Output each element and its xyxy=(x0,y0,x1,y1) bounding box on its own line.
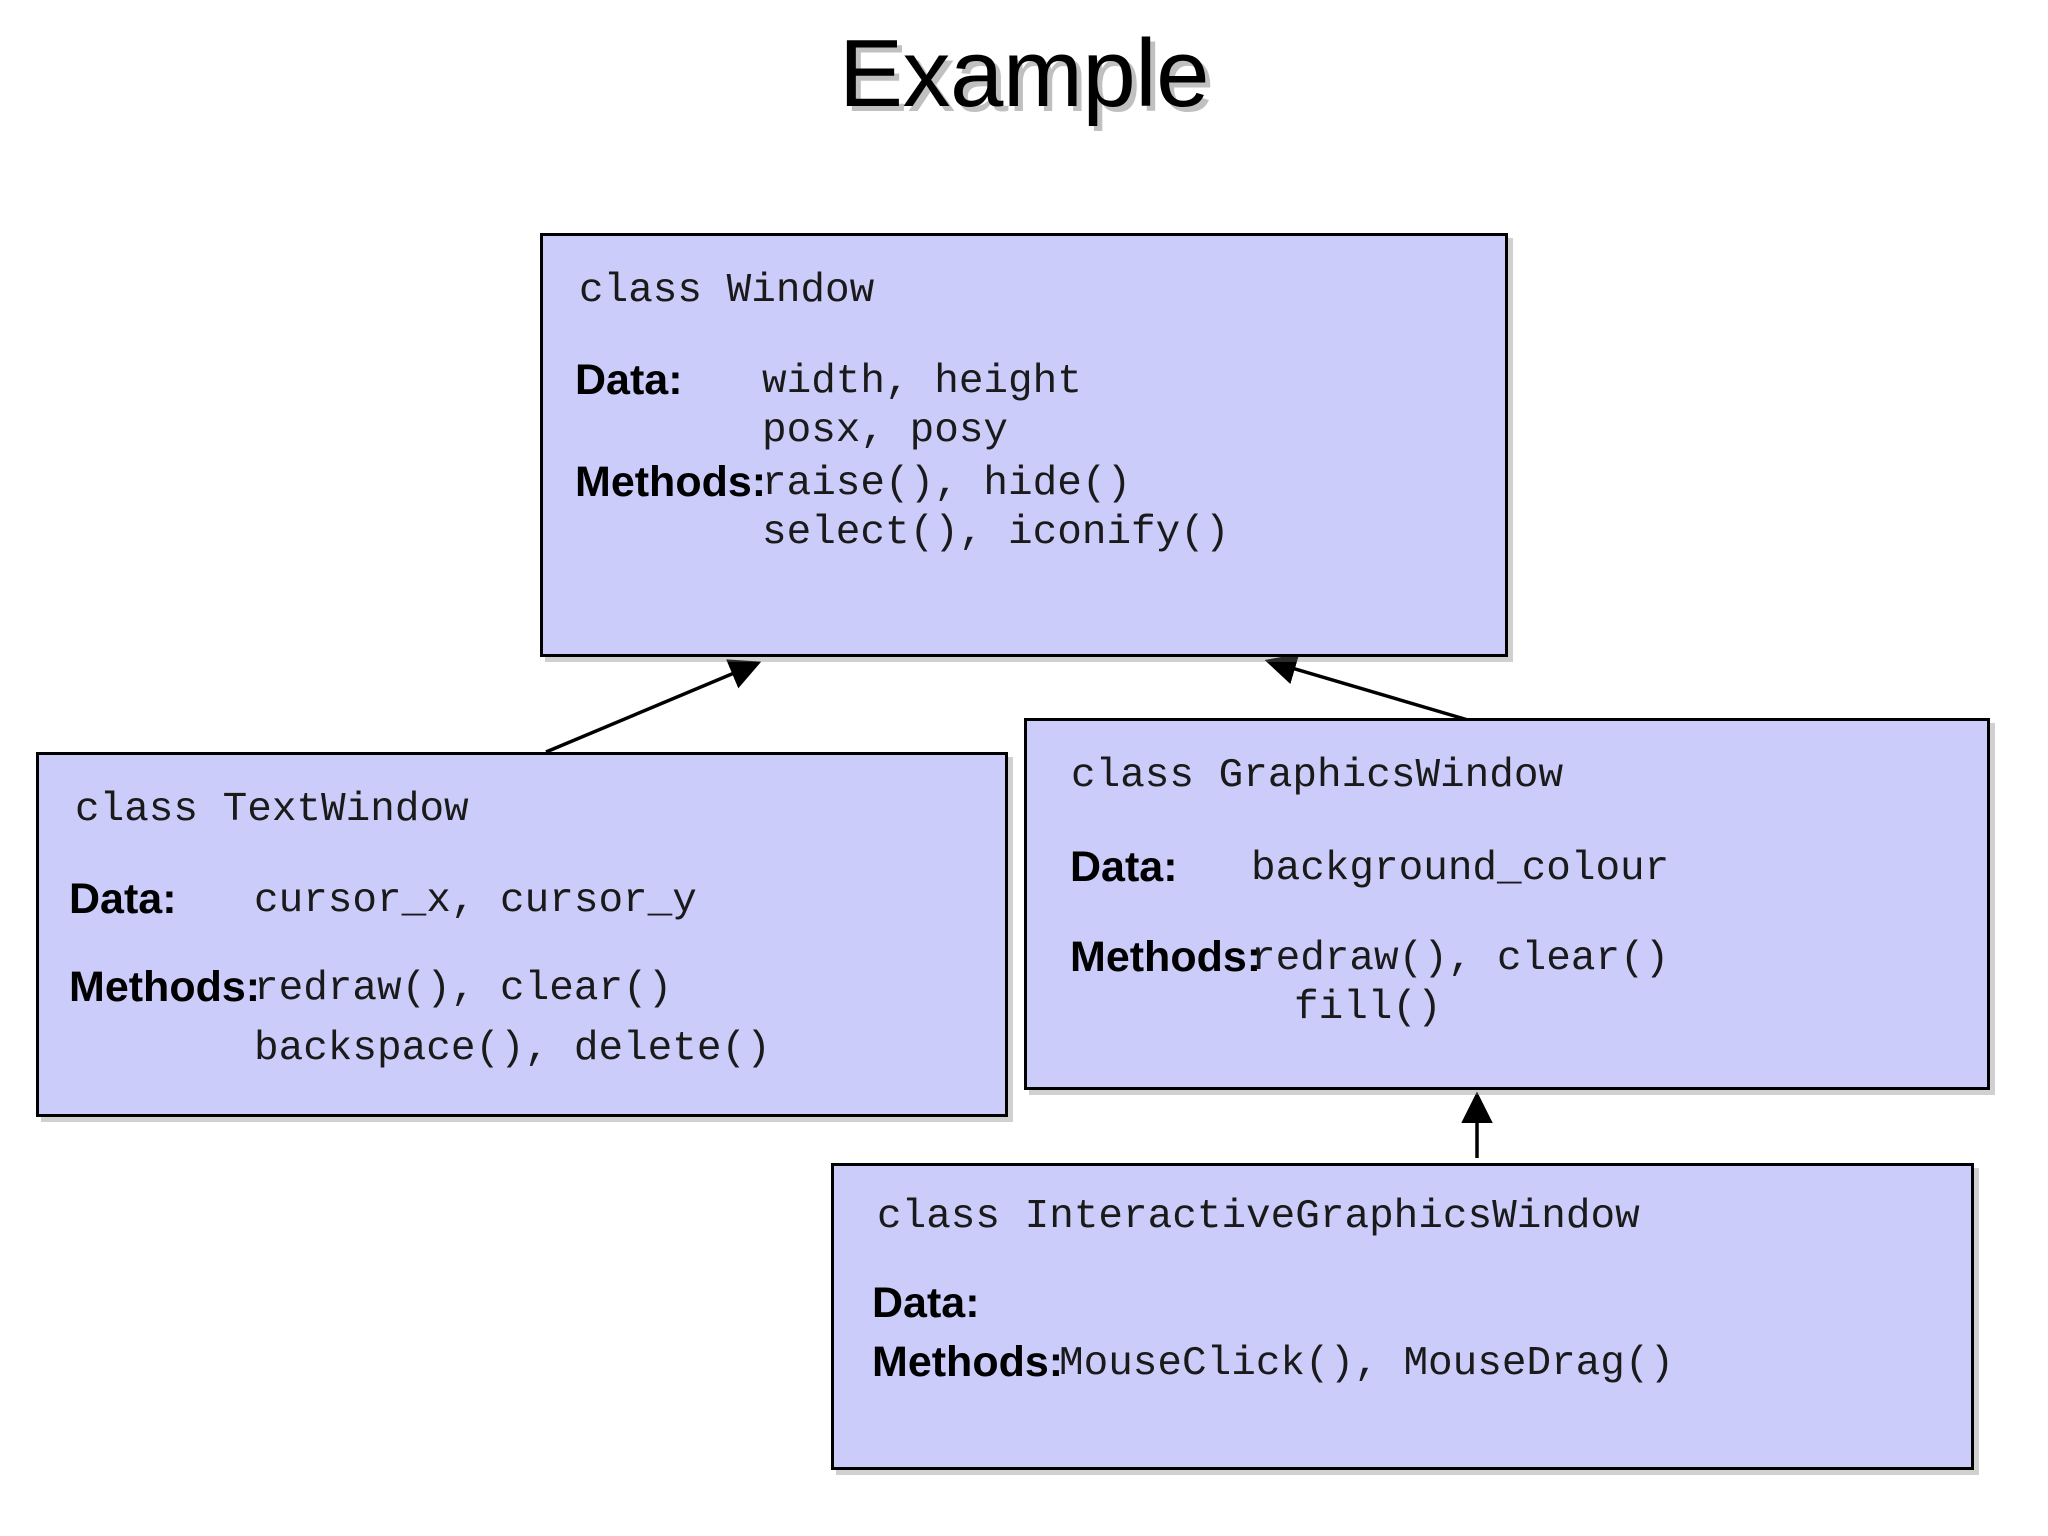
class-box-graphicswindow[interactable]: class GraphicsWindow Data: background_co… xyxy=(1024,718,1990,1090)
methods-label-textwindow: Methods: xyxy=(69,963,261,1011)
methods-value-graphicswindow-line-2: fill() xyxy=(1294,985,1442,1031)
data-label-textwindow: Data: xyxy=(69,875,177,923)
methods-label-window: Methods: xyxy=(575,458,767,506)
data-label-window: Data: xyxy=(575,356,683,404)
data-value-textwindow-line-1: cursor_x, cursor_y xyxy=(254,878,697,924)
data-value-window-line-1: width, height xyxy=(762,359,1082,405)
class-box-window[interactable]: class Window Data: width, height posx, p… xyxy=(540,233,1508,657)
methods-value-window-line-2: select(), iconify() xyxy=(762,510,1230,556)
methods-value-textwindow-line-2: backspace(), delete() xyxy=(254,1026,771,1072)
class-box-interactivegraphicswindow[interactable]: class InteractiveGraphicsWindow Data: Me… xyxy=(831,1163,1974,1470)
data-value-graphicswindow-line-1: background_colour xyxy=(1251,846,1670,892)
methods-label-interactivegraphicswindow: Methods: xyxy=(872,1338,1064,1386)
arrow-graphicswindow-to-window xyxy=(1264,653,1469,722)
methods-value-interactivegraphicswindow-line-1: MouseClick(), MouseDrag() xyxy=(1059,1341,1675,1387)
methods-value-graphicswindow-line-1: redraw(), clear() xyxy=(1251,936,1670,982)
class-name-graphicswindow: class GraphicsWindow xyxy=(1071,753,1564,799)
class-name-window: class Window xyxy=(579,268,875,314)
methods-value-window-line-1: raise(), hide() xyxy=(762,461,1132,507)
class-name-textwindow: class TextWindow xyxy=(75,787,469,833)
methods-value-textwindow-line-1: redraw(), clear() xyxy=(254,966,673,1012)
arrow-textwindow-to-window xyxy=(545,659,762,754)
data-label-graphicswindow: Data: xyxy=(1070,843,1178,891)
class-name-interactivegraphicswindow: class InteractiveGraphicsWindow xyxy=(877,1194,1640,1240)
class-box-textwindow[interactable]: class TextWindow Data: cursor_x, cursor_… xyxy=(36,752,1008,1117)
page-title: Example xyxy=(839,20,1210,127)
data-value-window-line-2: posx, posy xyxy=(762,408,1009,454)
methods-label-graphicswindow: Methods: xyxy=(1070,933,1262,981)
data-label-interactivegraphicswindow: Data: xyxy=(872,1279,980,1327)
